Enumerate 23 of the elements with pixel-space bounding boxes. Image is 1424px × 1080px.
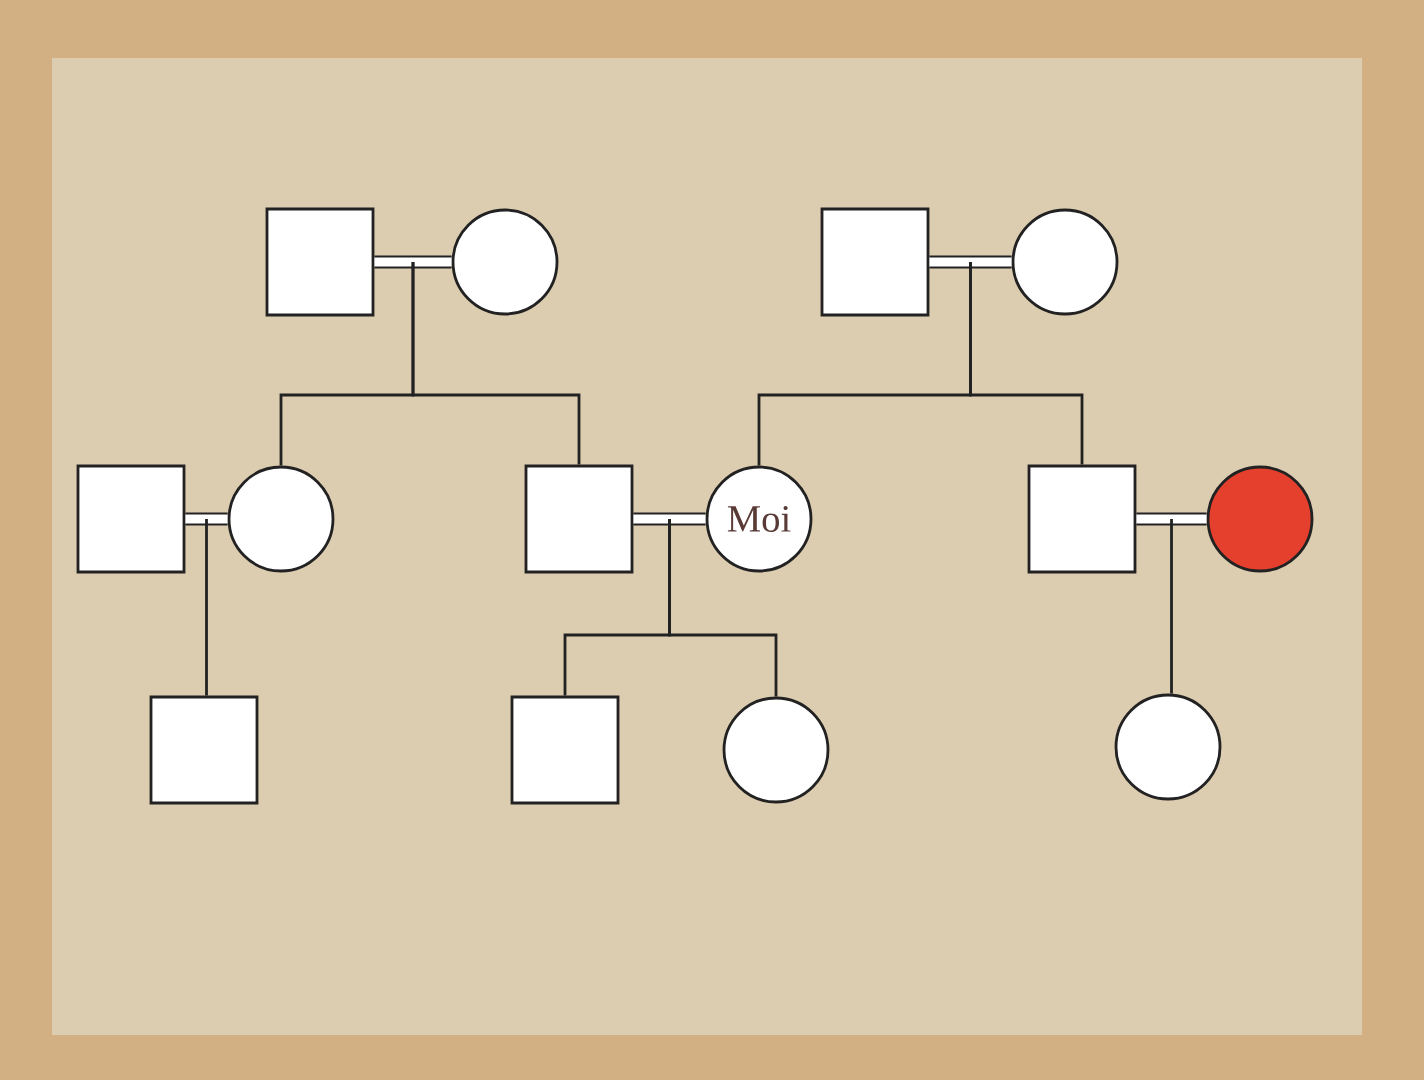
descent-line [969,262,1084,465]
male-square [76,464,186,574]
male-square [820,207,930,317]
male-square [265,207,375,317]
female-circle [227,465,335,573]
female-circle [1206,465,1314,573]
marriage-line [929,255,1012,269]
female-circle [722,696,830,804]
female-circle [451,208,559,316]
female-circle [1114,693,1222,801]
male-square [510,695,620,805]
marriage-line [185,512,228,526]
male-square [1027,464,1137,574]
male-square [524,464,634,574]
marriage-line [1136,512,1207,526]
female-circle [1011,208,1119,316]
marriage-line [374,255,452,269]
marriage-line [633,512,706,526]
descent-line [411,262,581,465]
descent-line [1170,519,1173,694]
descent-line [668,519,778,697]
male-square [149,695,259,805]
descent-line [205,519,208,696]
